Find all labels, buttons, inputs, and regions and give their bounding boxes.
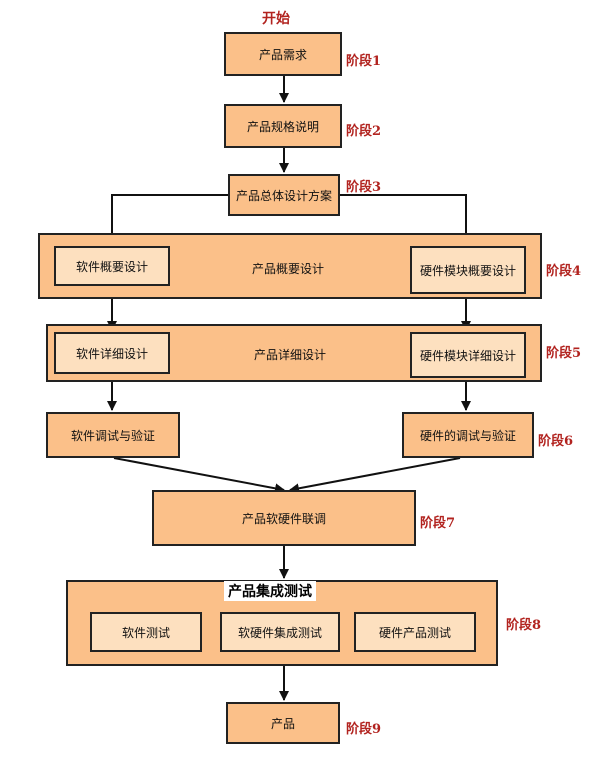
integration-test-title: 产品集成测试 <box>224 581 316 601</box>
stage-1-label: 阶段1 <box>346 54 382 69</box>
node-software-debug: 软件调试与验证 <box>46 412 180 458</box>
node-product: 产品 <box>226 702 340 744</box>
arrow-sw-debug-joint <box>113 457 285 494</box>
node-hw-sw-joint-debug: 产品软硬件联调 <box>152 490 416 546</box>
node-product-spec: 产品规格说明 <box>224 104 342 148</box>
node-hardware-debug: 硬件的调试与验证 <box>402 412 534 458</box>
node-software-test: 软件测试 <box>90 612 202 652</box>
stage-8-label: 阶段8 <box>506 618 542 633</box>
node-hardware-overview: 硬件模块概要设计 <box>410 246 526 294</box>
node-product-requirements: 产品需求 <box>224 32 342 76</box>
stage-4-label: 阶段4 <box>546 264 582 279</box>
stage-7-label: 阶段7 <box>420 516 456 531</box>
stage-6-label: 阶段6 <box>538 434 574 449</box>
stage-9-label: 阶段9 <box>346 722 382 737</box>
stage-5-label: 阶段5 <box>546 346 582 361</box>
stage-2-label: 阶段2 <box>346 124 382 139</box>
node-software-overview: 软件概要设计 <box>54 246 170 286</box>
start-label: 开始 <box>262 11 290 27</box>
node-software-detail: 软件详细设计 <box>54 332 170 374</box>
node-overall-design: 产品总体设计方案 <box>228 174 340 216</box>
arrow-hw-debug-joint <box>289 457 461 494</box>
node-hardware-product-test: 硬件产品测试 <box>354 612 476 652</box>
node-hardware-detail: 硬件模块详细设计 <box>410 332 526 378</box>
node-hw-sw-integration-test: 软硬件集成测试 <box>220 612 340 652</box>
arrow-overall-sw <box>107 194 228 247</box>
group-detail-label: 产品详细设计 <box>254 348 327 362</box>
arrow-overall-hw <box>340 194 471 247</box>
stage-3-label: 阶段3 <box>346 180 382 195</box>
group-overview-label: 产品概要设计 <box>252 262 325 276</box>
